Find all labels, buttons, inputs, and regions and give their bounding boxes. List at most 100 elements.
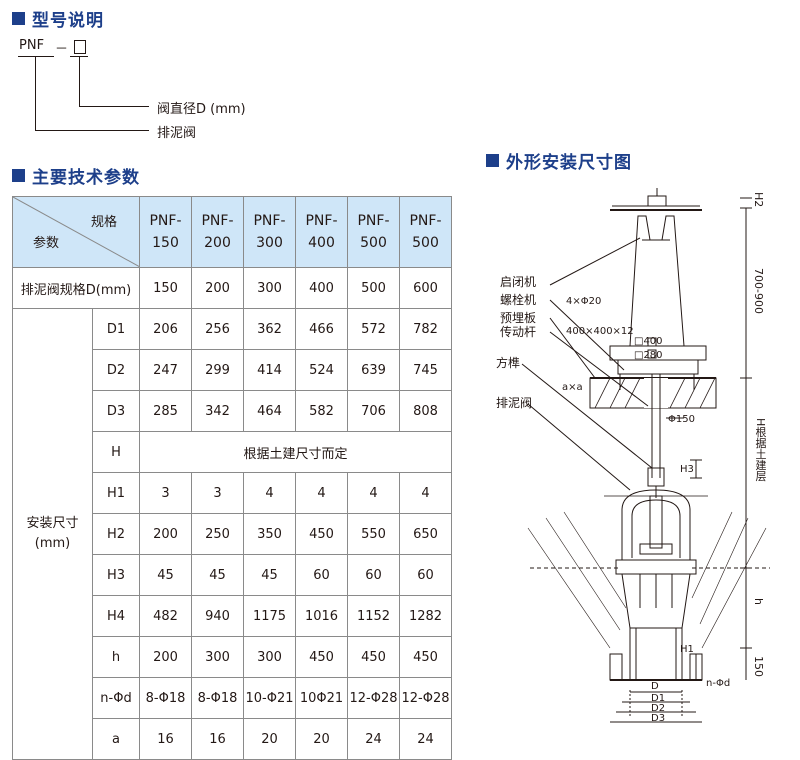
dim-d3: D3 <box>651 713 666 724</box>
table-cell: 10Φ21 <box>295 677 348 719</box>
table-cell: 500 <box>347 267 400 309</box>
header-spec-label: 规格 <box>90 215 117 230</box>
table-cell: 45 <box>139 554 192 596</box>
table-cell: 200 <box>191 267 244 309</box>
row-label: D1 <box>92 308 140 350</box>
label-bolt: 螺栓机 <box>500 293 537 307</box>
table-cell: 45 <box>243 554 296 596</box>
table-cell: 639 <box>347 349 400 391</box>
table-cell: 60 <box>347 554 400 596</box>
table-cell: 12-Φ28 <box>347 677 400 719</box>
dim-plate-size: 400×400×12 <box>566 326 634 337</box>
model-header: PNF-400 <box>295 196 348 268</box>
diagonal-line <box>13 197 139 267</box>
table-cell: 300 <box>191 636 244 678</box>
row-label: h <box>92 636 140 678</box>
table-cell: 400 <box>295 267 348 309</box>
table-cell: 200 <box>139 636 192 678</box>
dn-label: 阀直径D (mm) <box>157 102 246 117</box>
table-cell: 60 <box>399 554 452 596</box>
table-row: D2 247 299 414 524 639 745 <box>13 349 452 391</box>
dim-sq280: □280 <box>634 350 663 361</box>
row-label: D3 <box>92 390 140 432</box>
table-cell: 650 <box>399 513 452 555</box>
table-cell: 524 <box>295 349 348 391</box>
table-row: 安装尺寸(mm) D1 206 256 362 466 572 782 <box>12 308 452 760</box>
table-cell: 808 <box>399 390 452 432</box>
table-cell: 450 <box>295 636 348 678</box>
dim-d1: D1 <box>651 693 666 704</box>
table-cell: 285 <box>139 390 192 432</box>
table-row: H 根据土建尺寸而定 <box>13 431 452 473</box>
table-cell: 940 <box>191 595 244 637</box>
table-cell: 8-Φ18 <box>139 677 192 719</box>
table-cell: 12-Φ28 <box>399 677 452 719</box>
dim-h150: 150 <box>752 656 765 677</box>
spec-section-title: 主要技术参数 <box>12 163 140 188</box>
dim-h-civil: H根据土建层 <box>754 418 767 482</box>
table-header-row: 规格 参数 PNF-150 PNF-200 PNF-300 PNF-400 PN… <box>12 196 452 268</box>
model-section-title: 型号说明 <box>12 6 104 31</box>
table-cell: 4 <box>295 472 348 514</box>
row-label: H3 <box>92 554 140 596</box>
row-label: D2 <box>92 349 140 391</box>
table-cell: 60 <box>295 554 348 596</box>
model-header: PNF-500 <box>399 196 452 268</box>
placeholder-box-icon <box>74 40 86 54</box>
table-cell: 414 <box>243 349 296 391</box>
row-label: H <box>92 431 140 473</box>
table-cell: 3 <box>191 472 244 514</box>
table-row: H3 45 45 45 60 60 60 <box>13 554 452 596</box>
table-cell: 8-Φ18 <box>191 677 244 719</box>
dim-h3: H3 <box>680 464 694 475</box>
table-cell: 200 <box>139 513 192 555</box>
table-cell: 3 <box>139 472 192 514</box>
table-cell: 342 <box>191 390 244 432</box>
table-cell: 582 <box>295 390 348 432</box>
table-cell: 1175 <box>243 595 296 637</box>
label-valve: 排泥阀 <box>496 396 533 410</box>
dim-h-small: h <box>752 598 765 605</box>
table-row: 排泥阀规格D(mm) 150 200 300 400 500 600 <box>12 267 452 309</box>
table-cell: 782 <box>399 308 452 350</box>
model-dash: － <box>55 42 69 57</box>
table-cell: 4 <box>399 472 452 514</box>
table-cell: 299 <box>191 349 244 391</box>
model-header: PNF-500 <box>347 196 400 268</box>
dim-sq400: □400 <box>634 336 663 347</box>
model-header: PNF-150 <box>139 196 192 268</box>
model-code-diagram: PNF － 阀直径D (mm) 排泥阀 <box>0 0 330 150</box>
table-cell: 45 <box>191 554 244 596</box>
type-label: 排泥阀 <box>157 126 197 141</box>
table-cell: 1016 <box>295 595 348 637</box>
table-cell: 300 <box>243 636 296 678</box>
table-cell: 1282 <box>399 595 452 637</box>
valve-assembly-drawing <box>521 188 770 723</box>
table-cell: 600 <box>399 267 452 309</box>
table-cell: 300 <box>243 267 296 309</box>
table-cell: 466 <box>295 308 348 350</box>
table-row: D3 285 342 464 582 706 808 <box>13 390 452 432</box>
spec-row-label: 排泥阀规格D(mm) <box>12 267 140 309</box>
row-label: n-Φd <box>92 677 140 719</box>
dim-phi150: Φ150 <box>668 414 695 425</box>
drawing-section-title: 外形安装尺寸图 <box>486 148 632 173</box>
table-cell: 150 <box>139 267 192 309</box>
dim-h-range: 700-900 <box>752 268 765 314</box>
label-plate: 预埋板 <box>500 311 537 325</box>
row-label: H1 <box>92 472 140 514</box>
table-row: H2 200 250 350 450 550 650 <box>13 513 452 555</box>
dim-bolts: 4×Φ20 <box>566 296 602 307</box>
header-diagonal-cell: 规格 参数 <box>12 196 140 268</box>
table-cell: 450 <box>399 636 452 678</box>
square-bullet-icon <box>486 154 499 167</box>
spec-table: 规格 参数 PNF-150 PNF-200 PNF-300 PNF-400 PN… <box>12 196 452 760</box>
group-label: 安装尺寸(mm) <box>12 308 93 760</box>
table-cell: 10-Φ21 <box>243 677 296 719</box>
table-cell: 550 <box>347 513 400 555</box>
table-cell: 4 <box>347 472 400 514</box>
table-cell: 1152 <box>347 595 400 637</box>
model-code: PNF <box>19 38 45 53</box>
table-cell: 450 <box>347 636 400 678</box>
dim-d: D <box>651 681 659 692</box>
